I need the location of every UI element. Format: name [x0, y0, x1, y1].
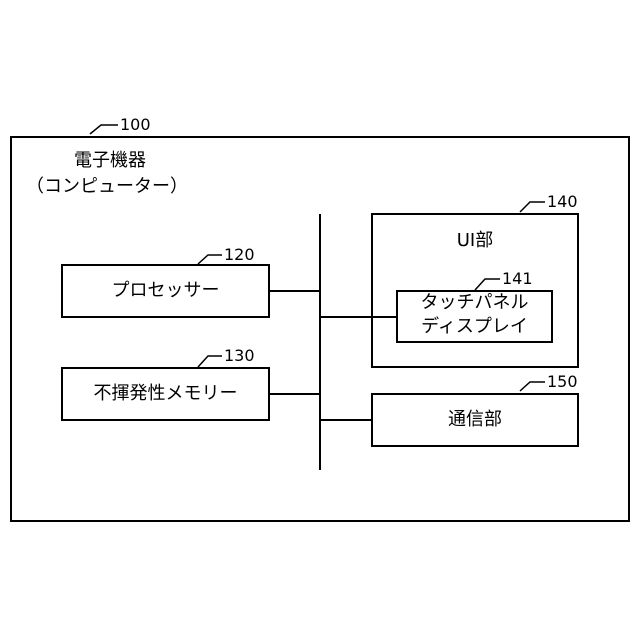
device-subtitle: （コンピューター）	[26, 178, 188, 196]
processor-label: プロセッサー	[62, 282, 269, 300]
touch-panel-label-line1: タッチパネル	[397, 294, 552, 312]
ref-120: 120	[224, 247, 255, 263]
ref-140: 140	[547, 194, 578, 210]
ref-140-leader	[520, 202, 545, 212]
ref-141-leader	[475, 279, 500, 290]
ui-label: UI部	[372, 232, 578, 250]
memory-label: 不揮発性メモリー	[62, 385, 269, 403]
device-title: 電子機器	[74, 152, 146, 170]
ref-130-leader	[198, 356, 222, 367]
ref-150-leader	[520, 382, 545, 391]
ref-150: 150	[547, 374, 578, 390]
ref-100-leader	[90, 125, 118, 134]
ref-100: 100	[120, 117, 151, 133]
touch-panel-label-line2: ディスプレイ	[397, 318, 552, 336]
ref-130: 130	[224, 348, 255, 364]
ref-120-leader	[198, 255, 222, 264]
ref-141: 141	[502, 271, 533, 287]
comm-label: 通信部	[372, 411, 578, 429]
